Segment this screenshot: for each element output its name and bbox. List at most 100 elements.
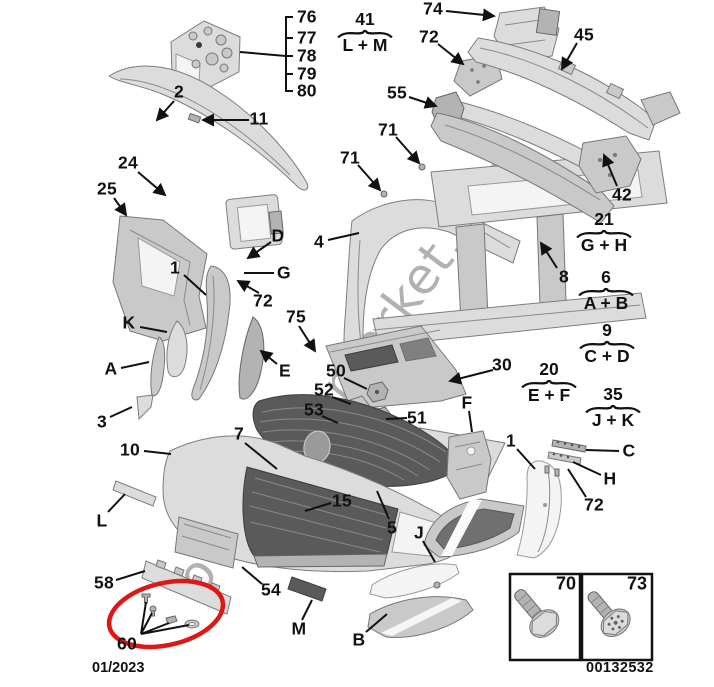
part-label-c: C bbox=[622, 440, 636, 461]
document-number: 00132532 bbox=[586, 660, 654, 676]
strip-part-c bbox=[551, 439, 587, 453]
inset-box-73 bbox=[580, 572, 654, 662]
part-label-30: 30 bbox=[491, 354, 513, 375]
group-letters: E + F bbox=[527, 385, 571, 405]
fastener-number-78: 78 bbox=[297, 45, 317, 66]
part-label-d: D bbox=[271, 225, 285, 246]
strip-part-h bbox=[544, 451, 582, 477]
part-label-l: L bbox=[96, 510, 108, 531]
list-bracket bbox=[239, 16, 293, 92]
part-label-54: 54 bbox=[260, 579, 282, 600]
part-label-g: G bbox=[277, 262, 291, 283]
inset-number-73: 73 bbox=[626, 573, 648, 594]
strip-part-l bbox=[112, 480, 157, 507]
part-label-72: 72 bbox=[252, 290, 274, 311]
group-letters: C + D bbox=[584, 346, 630, 366]
inset-number-70: 70 bbox=[555, 573, 577, 594]
group-number: 9 bbox=[602, 320, 612, 340]
part-label-15: 15 bbox=[331, 490, 353, 511]
fastener-number-79: 79 bbox=[297, 63, 317, 84]
fastener-number-77: 77 bbox=[297, 27, 317, 48]
group-number: 6 bbox=[601, 267, 611, 287]
group-callout-35: 35 J + K bbox=[584, 384, 642, 430]
group-letters: J + K bbox=[591, 410, 635, 430]
group-callout-21: 21 G + H bbox=[575, 209, 633, 255]
group-letters: L + M bbox=[342, 35, 388, 55]
part-label-5: 5 bbox=[386, 517, 398, 538]
group-callout-41: 41 L + M bbox=[336, 9, 394, 55]
strip-part-3 bbox=[136, 394, 154, 421]
part-label-e: E bbox=[279, 360, 291, 381]
group-letters: A + B bbox=[583, 293, 629, 313]
part-label-51: 51 bbox=[406, 407, 428, 428]
clips-part-60 bbox=[141, 593, 200, 629]
deflector-part-25 bbox=[112, 215, 208, 342]
part-label-72: 72 bbox=[583, 494, 605, 515]
pillar-part-1-left bbox=[191, 265, 231, 401]
lower-bumper-part-10 bbox=[162, 435, 469, 573]
part-label-50: 50 bbox=[325, 360, 347, 381]
blade-part-a bbox=[150, 336, 166, 397]
plate-part-54 bbox=[174, 516, 239, 569]
part-label-52: 52 bbox=[313, 379, 335, 400]
screws-part-71 bbox=[380, 163, 426, 198]
highlight-ellipse bbox=[106, 578, 226, 650]
part-label-24: 24 bbox=[117, 152, 139, 173]
part-label-m: M bbox=[291, 618, 307, 639]
part-label-10: 10 bbox=[119, 439, 141, 460]
catalog-date: 01/2023 bbox=[92, 660, 145, 676]
screw-part-73 bbox=[587, 591, 631, 638]
absorber-part-55 bbox=[430, 91, 615, 224]
part-label-a: A bbox=[104, 358, 118, 379]
part-label-7: 7 bbox=[233, 423, 245, 444]
part-label-11: 11 bbox=[249, 108, 269, 129]
group-number: 20 bbox=[539, 359, 559, 379]
group-callout-20: 20 E + F bbox=[520, 359, 578, 405]
group-callout-6: 6 A + B bbox=[577, 267, 635, 313]
blade-part-k bbox=[166, 320, 188, 378]
part-label-42: 42 bbox=[611, 184, 633, 205]
part-label-55: 55 bbox=[386, 82, 408, 103]
part-label-74: 74 bbox=[422, 0, 444, 19]
screw-part-70 bbox=[514, 589, 560, 638]
part-label-71: 71 bbox=[339, 147, 361, 168]
part-label-58: 58 bbox=[93, 572, 115, 593]
part-label-k: K bbox=[122, 312, 136, 333]
part-label-b: B bbox=[352, 629, 366, 650]
fender-part-1-right bbox=[516, 460, 562, 559]
part-label-60: 60 bbox=[116, 633, 138, 654]
part-label-4: 4 bbox=[313, 231, 325, 252]
pillar-part-e bbox=[238, 316, 265, 400]
group-callout-9: 9 C + D bbox=[578, 320, 636, 366]
part-label-3: 3 bbox=[96, 411, 108, 432]
group-number: 35 bbox=[603, 384, 623, 404]
inset-box-70 bbox=[508, 572, 582, 662]
part-label-h: H bbox=[603, 468, 617, 489]
spoiler-part-2 bbox=[108, 65, 309, 191]
group-number: 41 bbox=[355, 9, 375, 29]
bracket-part-f bbox=[446, 430, 492, 500]
group-number: 21 bbox=[594, 209, 614, 229]
panel-part-j bbox=[369, 563, 460, 599]
panel-part-b bbox=[367, 596, 474, 638]
clip-part-11 bbox=[187, 112, 202, 124]
part-label-8: 8 bbox=[558, 266, 570, 287]
fastener-box-part bbox=[170, 20, 241, 90]
part-label-25: 25 bbox=[96, 178, 118, 199]
part-label-75: 75 bbox=[285, 306, 307, 327]
leader-lines bbox=[107, 8, 620, 635]
part-label-72: 72 bbox=[418, 26, 440, 47]
part-label-71: 71 bbox=[377, 119, 399, 140]
part-label-53: 53 bbox=[303, 399, 325, 420]
fastener-number-80: 80 bbox=[297, 80, 317, 101]
part-label-1: 1 bbox=[169, 257, 181, 278]
part-label-f: F bbox=[461, 392, 473, 413]
part-label-1: 1 bbox=[505, 430, 517, 451]
part-label-45: 45 bbox=[573, 24, 595, 45]
part-label-2: 2 bbox=[173, 81, 185, 102]
fastener-number-76: 76 bbox=[297, 6, 317, 27]
corner-trim-part bbox=[423, 498, 525, 558]
group-letters: G + H bbox=[580, 235, 628, 255]
